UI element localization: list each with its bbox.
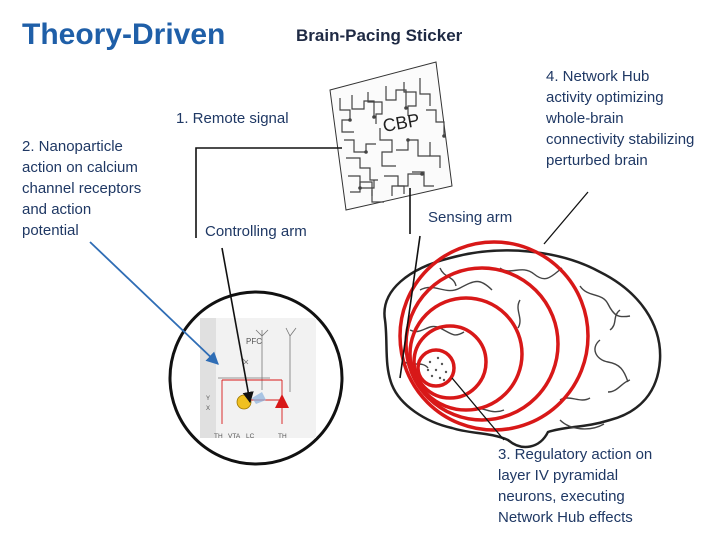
- pyramidal-neuron: [275, 394, 289, 408]
- inset-label-vta: VTA: [228, 433, 241, 440]
- neuron-cluster: [426, 356, 448, 382]
- nanoparticle-label: 2. Nanoparticle action on calcium channe…: [22, 138, 142, 239]
- regulatory-label: 3. Regulatory action on layer IV pyramid…: [498, 446, 653, 526]
- network-hub-label: 4. Network Hub activity optimizing whole…: [546, 68, 695, 169]
- inset-label-th-right: TH: [278, 433, 287, 440]
- regulatory-callout: [451, 377, 505, 441]
- page-title: Theory-Driven: [22, 18, 226, 51]
- inset-label-x: X: [206, 406, 210, 412]
- controlling-arm-line: [195, 147, 342, 404]
- pfc-inset-lens: PFC TH VTA LC TH Y X: [168, 290, 344, 466]
- pfc-label: PFC: [246, 337, 262, 346]
- remote-signal-label: 1. Remote signal: [176, 110, 289, 127]
- sensing-arm-label: Sensing arm: [428, 209, 513, 226]
- network-hub-waves: [398, 240, 590, 432]
- inset-label-y: Y: [206, 396, 210, 402]
- controlling-arm-label: Controlling arm: [205, 223, 307, 240]
- sensing-arm-line: [399, 188, 421, 379]
- sticker-heading: Brain-Pacing Sticker: [296, 26, 463, 45]
- nanoparticle-arrow: [89, 241, 219, 365]
- inset-label-th-left: TH: [214, 433, 223, 440]
- network-hub-callout: [543, 191, 589, 245]
- inset-label-lc: LC: [246, 433, 255, 440]
- sticker-circuit-patch: CBP: [329, 61, 453, 211]
